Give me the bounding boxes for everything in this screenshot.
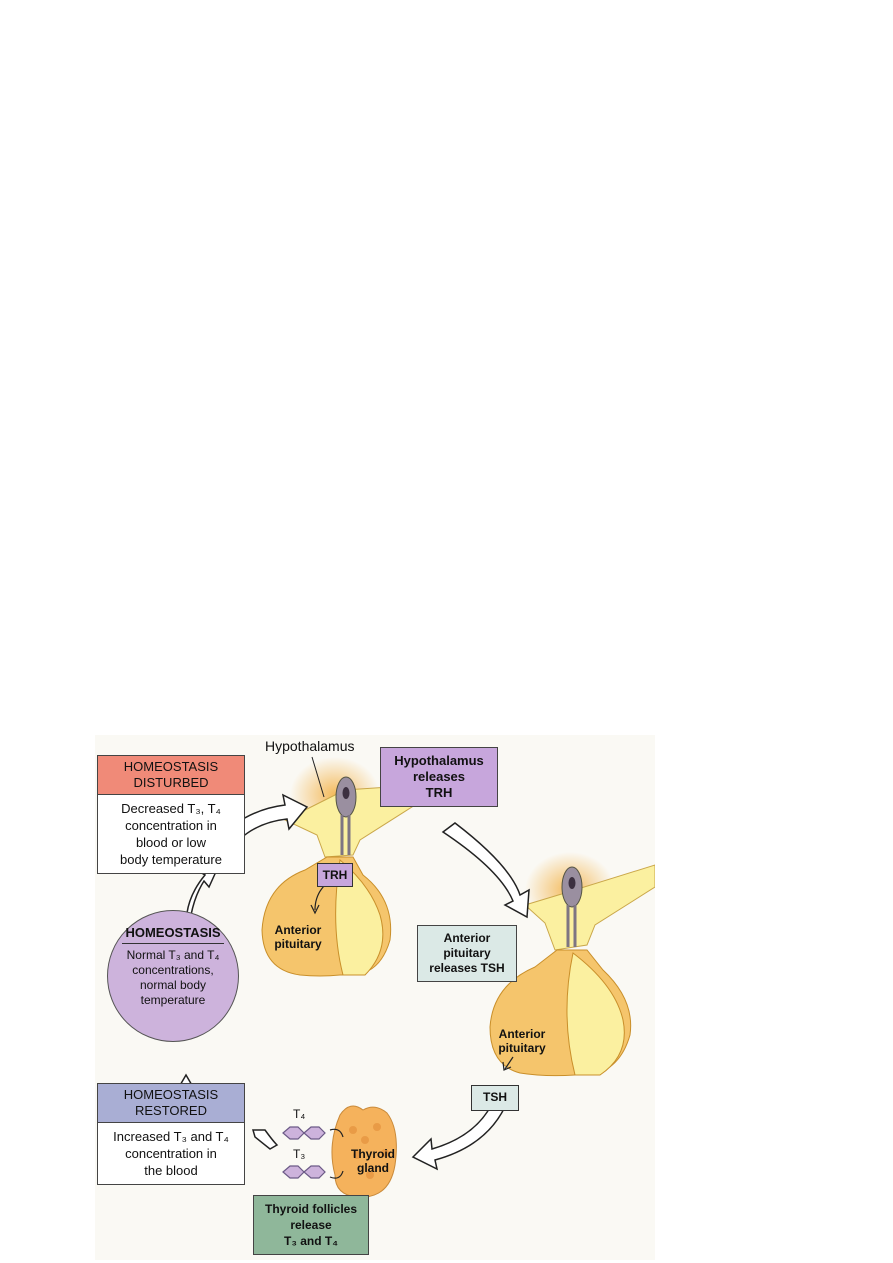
pituitary-releases-tsh-box: Anterior pituitary releases TSH bbox=[417, 925, 517, 982]
hypothalamus-releases-line: TRH bbox=[425, 785, 453, 800]
thyroid-gland-line: Thyroid bbox=[351, 1147, 395, 1161]
thyroid-feedback-diagram: HOMEOSTASIS DISTURBED Decreased T₃, T₄ c… bbox=[95, 735, 655, 1260]
restored-line: concentration in bbox=[125, 1146, 217, 1161]
thyroid-gland-label: Thyroid gland bbox=[348, 1147, 398, 1175]
homeostasis-line: normal body bbox=[139, 978, 207, 992]
thyroid-follicles-line: Thyroid follicles bbox=[264, 1202, 357, 1216]
homeostasis-title: HOMEOSTASIS bbox=[122, 925, 224, 944]
restored-line: Increased T₃ and T₄ bbox=[113, 1129, 229, 1144]
pituitary-releases-line: pituitary bbox=[443, 946, 491, 960]
hypothalamus-label: Hypothalamus bbox=[265, 738, 355, 754]
homeostasis-description: Normal T₃ and T₄ concentrations, normal … bbox=[108, 948, 238, 1008]
anterior-pituitary-label-right: Anterior pituitary bbox=[487, 1027, 557, 1055]
hypothalamus-releases-box: Hypothalamus releases TRH bbox=[380, 747, 498, 807]
pituitary-releases-line: Anterior bbox=[443, 931, 491, 945]
restored-title-line2: RESTORED bbox=[135, 1103, 207, 1118]
restored-header: HOMEOSTASIS RESTORED bbox=[98, 1084, 244, 1123]
lower-pituitary-illustration bbox=[489, 852, 655, 1077]
trh-tag: TRH bbox=[317, 863, 353, 887]
restored-title-line1: HOMEOSTASIS bbox=[123, 1087, 219, 1102]
disturbed-title-line2: DISTURBED bbox=[133, 775, 209, 790]
thyroid-gland-line: gland bbox=[357, 1161, 389, 1175]
hypothalamus-releases-line: Hypothalamus bbox=[394, 753, 484, 768]
restored-description: Increased T₃ and T₄ concentration in the… bbox=[98, 1123, 244, 1184]
thyroid-follicles-line: release bbox=[290, 1218, 332, 1232]
tsh-tag: TSH bbox=[471, 1085, 519, 1111]
homeostasis-restored-box: HOMEOSTASIS RESTORED Increased T₃ and T₄… bbox=[97, 1083, 245, 1185]
anterior-pituitary-line: pituitary bbox=[274, 937, 322, 951]
homeostasis-line: temperature bbox=[140, 993, 206, 1007]
disturbed-line: concentration in bbox=[125, 818, 217, 833]
disturbed-line: blood or low bbox=[135, 835, 207, 850]
disturbed-header: HOMEOSTASIS DISTURBED bbox=[98, 756, 244, 795]
anterior-pituitary-line: Anterior bbox=[498, 1027, 546, 1041]
thyroid-follicles-box: Thyroid follicles release T₃ and T₄ bbox=[253, 1195, 369, 1255]
t3-label: T₃ bbox=[293, 1147, 306, 1161]
anterior-pituitary-line: Anterior bbox=[274, 923, 322, 937]
disturbed-description: Decreased T₃, T₄ concentration in blood … bbox=[98, 795, 244, 873]
pituitary-releases-line: releases TSH bbox=[429, 961, 505, 975]
t4-label: T₄ bbox=[293, 1107, 306, 1121]
anterior-pituitary-label-top: Anterior pituitary bbox=[263, 923, 333, 951]
anterior-pituitary-line: pituitary bbox=[498, 1041, 546, 1055]
disturbed-title-line1: HOMEOSTASIS bbox=[123, 759, 219, 774]
homeostasis-disturbed-box: HOMEOSTASIS DISTURBED Decreased T₃, T₄ c… bbox=[97, 755, 245, 874]
homeostasis-line: Normal T₃ and T₄ bbox=[126, 948, 220, 962]
homeostasis-line: concentrations, bbox=[132, 963, 214, 977]
disturbed-line: Decreased T₃, T₄ bbox=[121, 801, 221, 816]
thyroid-illustration bbox=[282, 1105, 397, 1198]
thyroid-follicles-line: T₃ and T₄ bbox=[284, 1234, 338, 1248]
hypothalamus-pointer bbox=[311, 756, 325, 798]
restored-line: the blood bbox=[144, 1163, 198, 1178]
hypothalamus-releases-line: releases bbox=[412, 769, 466, 784]
disturbed-line: body temperature bbox=[120, 852, 222, 867]
homeostasis-circle: HOMEOSTASIS Normal T₃ and T₄ concentrati… bbox=[107, 910, 239, 1042]
